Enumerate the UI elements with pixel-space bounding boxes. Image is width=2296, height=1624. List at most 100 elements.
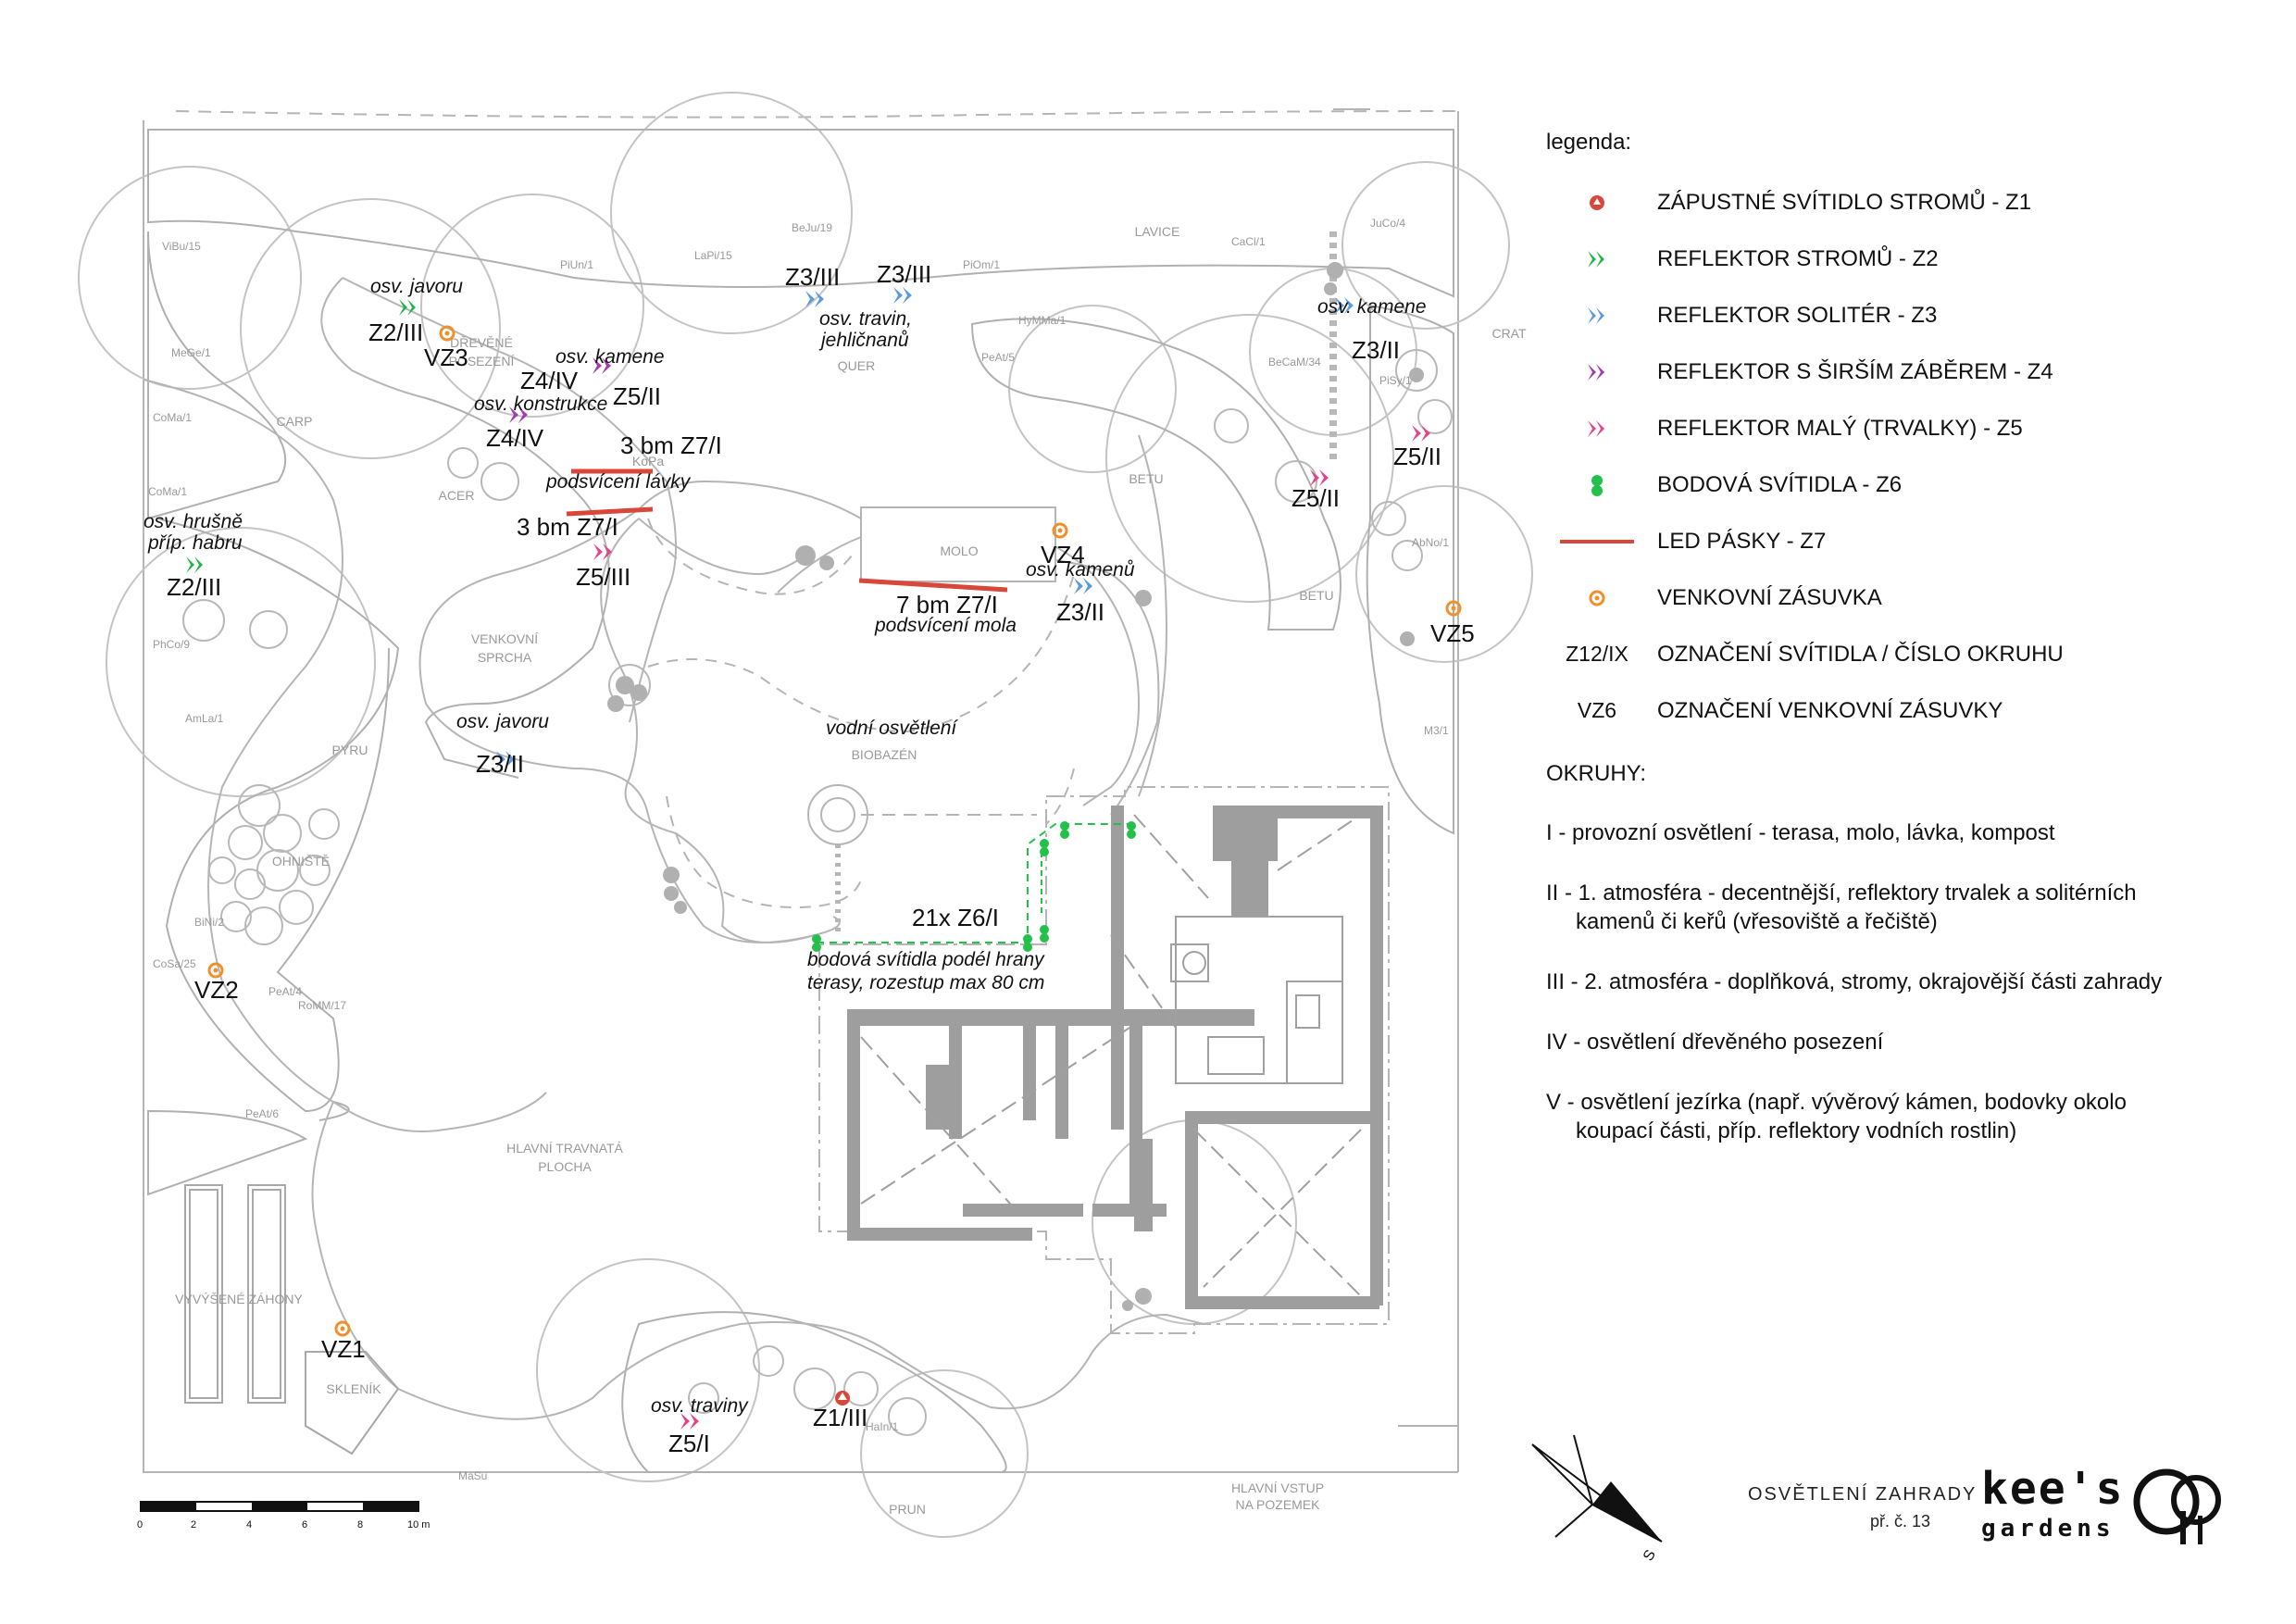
plant-label: JuCo/4	[1370, 217, 1405, 230]
legend-item-z6: BODOVÁ SVÍTIDLA - Z6	[1546, 456, 2277, 513]
label-z3-ii: Z3/II	[1056, 598, 1104, 626]
led-strips	[566, 468, 1008, 593]
label-vz4: VZ4	[1041, 541, 1085, 568]
small-reflector-icon	[1546, 418, 1648, 439]
led-strip-lavka-bottom	[566, 506, 654, 517]
label-z3-ii: Z3/II	[1352, 336, 1400, 364]
brand-logo-icon	[2133, 1468, 2221, 1544]
spot-light-icon	[1040, 925, 1049, 943]
plant-label: PiSy/1	[1379, 374, 1412, 387]
tree-reflector-icon	[186, 556, 203, 573]
label-z4-iv: Z4/IV	[520, 367, 579, 394]
legend-item-label: OZNAČENÍ SVÍTIDLA / ČÍSLO OKRUHU	[1657, 641, 2064, 667]
label-led-lavka: 3 bm Z7/I	[620, 431, 722, 459]
zone-molo: MOLO	[940, 543, 978, 558]
legend-symbol-text: VZ6	[1577, 698, 1617, 722]
zone-drevene-posezeni-2: POSEZENÍ	[449, 354, 515, 369]
zone-betu-2: BETU	[1299, 588, 1333, 603]
plant-label: HaIn/1	[866, 1420, 899, 1433]
zone-drevene-posezeni-1: DŘEVĚNÉ	[450, 335, 513, 350]
plant-label: RoMM/17	[298, 999, 346, 1012]
zone-sklenik: SKLENÍK	[326, 1381, 381, 1396]
lighting-labels: osv. javoru Z2/III VZ3 osv. kamene Z4/IV…	[144, 260, 1475, 1457]
circuits-list: OKRUHY: I - provozní osvětlení - terasa,…	[1546, 761, 2277, 1177]
legend-item-label: REFLEKTOR SOLITÉR - Z3	[1657, 302, 1938, 328]
circuits-heading: OKRUHY:	[1546, 761, 1647, 786]
socket-icon	[207, 962, 224, 979]
spot-light-icon	[1546, 473, 1648, 497]
plant-label: BiNi/2	[194, 916, 224, 929]
plant-label: PiOm/1	[963, 258, 1000, 271]
plant-label: HyMMa/1	[1018, 314, 1067, 327]
zone-lavice: LAVICE	[1135, 224, 1180, 239]
label-z2-iii: Z2/III	[167, 573, 221, 601]
label-osv-traviny: osv. traviny	[651, 1395, 749, 1417]
scale-tick: 6	[302, 1519, 307, 1530]
legend: legenda: ZÁPUSTNÉ SVÍTIDLO STROMŮ - Z1 R…	[1546, 130, 2277, 739]
spot-light-icon	[1060, 821, 1069, 839]
small-reflector-icon	[1412, 425, 1430, 442]
zone-biobazen: BIOBAZÉN	[852, 747, 917, 762]
circuit-item: II - 1. atmosféra - decentnější, reflekt…	[1546, 879, 2277, 936]
zone-pyru: PYRU	[332, 743, 368, 757]
plant-label: AmLa/1	[185, 712, 224, 725]
label-z6-count: 21x Z6/I	[912, 904, 999, 931]
compass-letter: S	[1641, 1547, 1659, 1564]
zone-vyvysene-zahony: VYVÝŠENÉ ZÁHONY	[175, 1292, 303, 1306]
plant-label: PeAt/4	[268, 985, 302, 998]
plant-label: M3/1	[1424, 724, 1449, 737]
scale-tick: 2	[191, 1519, 196, 1530]
circuit-line: III - 2. atmosféra - doplňková, stromy, …	[1546, 969, 2163, 994]
legend-item-label: REFLEKTOR STROMŮ - Z2	[1657, 245, 1939, 271]
scale-tick: 10 m	[407, 1519, 430, 1530]
north-arrow-icon: S	[1531, 1434, 1663, 1564]
label-osv-hrusne: osv. hrušně	[144, 511, 243, 532]
drawing-number: př. č. 13	[1870, 1512, 1931, 1530]
led-strip-molo	[858, 578, 1008, 593]
circuit-item: IV - osvětlení dřevěného posezení	[1546, 1028, 2277, 1056]
zone-betu-1: BETU	[1129, 471, 1163, 486]
label-vodni-osvetleni: vodní osvětlení	[826, 718, 958, 739]
socket-icon	[1546, 588, 1648, 608]
spot-light-icon	[1040, 839, 1049, 856]
zone-quer: QUER	[838, 358, 875, 373]
boulders	[607, 262, 1424, 1311]
label-z5-iii: Z5/III	[576, 563, 630, 591]
zone-venkovni-sprcha-2: SPRCHA	[478, 650, 532, 665]
label-z1-iii: Z1/III	[813, 1404, 867, 1431]
label-led-lavka: 3 bm Z7/I	[517, 513, 618, 541]
plant-label: CoSa/25	[153, 957, 196, 970]
plant-label: PhCo/9	[153, 638, 190, 651]
label-osv-kamene: osv. kamene	[1317, 296, 1427, 318]
label-osv-konstrukce: osv. konstrukce	[474, 394, 607, 415]
label-podsviceni-lavky: podsvícení lávky	[545, 471, 692, 493]
legend-item-label: VENKOVNÍ ZÁSUVKA	[1657, 584, 1882, 610]
legend-item-socket: VENKOVNÍ ZÁSUVKA	[1546, 569, 2277, 626]
spot-light-icon	[1127, 821, 1136, 839]
zone-hlavni-travnata-2: PLOCHA	[538, 1159, 592, 1174]
zone-crat: CRAT	[1491, 326, 1527, 341]
plant-label: CoMa/1	[153, 411, 192, 424]
label-z5-ii: Z5/II	[613, 382, 661, 410]
zone-prun: PRUN	[889, 1502, 926, 1517]
plant-label: CoMa/1	[148, 485, 187, 498]
label-z5-i: Z5/I	[668, 1430, 710, 1457]
tree-reflector-icon	[1546, 249, 1648, 269]
circuit-line: IV - osvětlení dřevěného posezení	[1546, 1030, 1884, 1055]
led-strip-icon	[1546, 538, 1648, 545]
legend-item-label: LED PÁSKY - Z7	[1657, 528, 1827, 554]
circuit-item: III - 2. atmosféra - doplňková, stromy, …	[1546, 968, 2277, 996]
label-bodova-svitidla: bodová svítidla podél hrany	[807, 949, 1045, 970]
label-osv-javoru: osv. javoru	[370, 276, 463, 297]
zone-kopa: KoPa	[632, 454, 664, 468]
legend-item-label: OZNAČENÍ VENKOVNÍ ZÁSUVKY	[1657, 697, 2003, 723]
plant-label: MeGe/1	[171, 346, 211, 359]
circuit-item: V - osvětlení jezírka (např. vývěrový ká…	[1546, 1088, 2277, 1145]
legend-item-label: REFLEKTOR S ŠIRŠÍM ZÁBĚREM - Z4	[1657, 358, 2053, 384]
in-ground-tree-light-icon	[835, 1391, 850, 1405]
legend-item-fixture-label: Z12/IX OZNAČENÍ SVÍTIDLA / ČÍSLO OKRUHU	[1546, 626, 2277, 682]
label-vz2: VZ2	[194, 976, 239, 1004]
label-jehlicnanu: jehličnanů	[818, 330, 909, 351]
label-z3-ii: Z3/II	[476, 750, 524, 778]
